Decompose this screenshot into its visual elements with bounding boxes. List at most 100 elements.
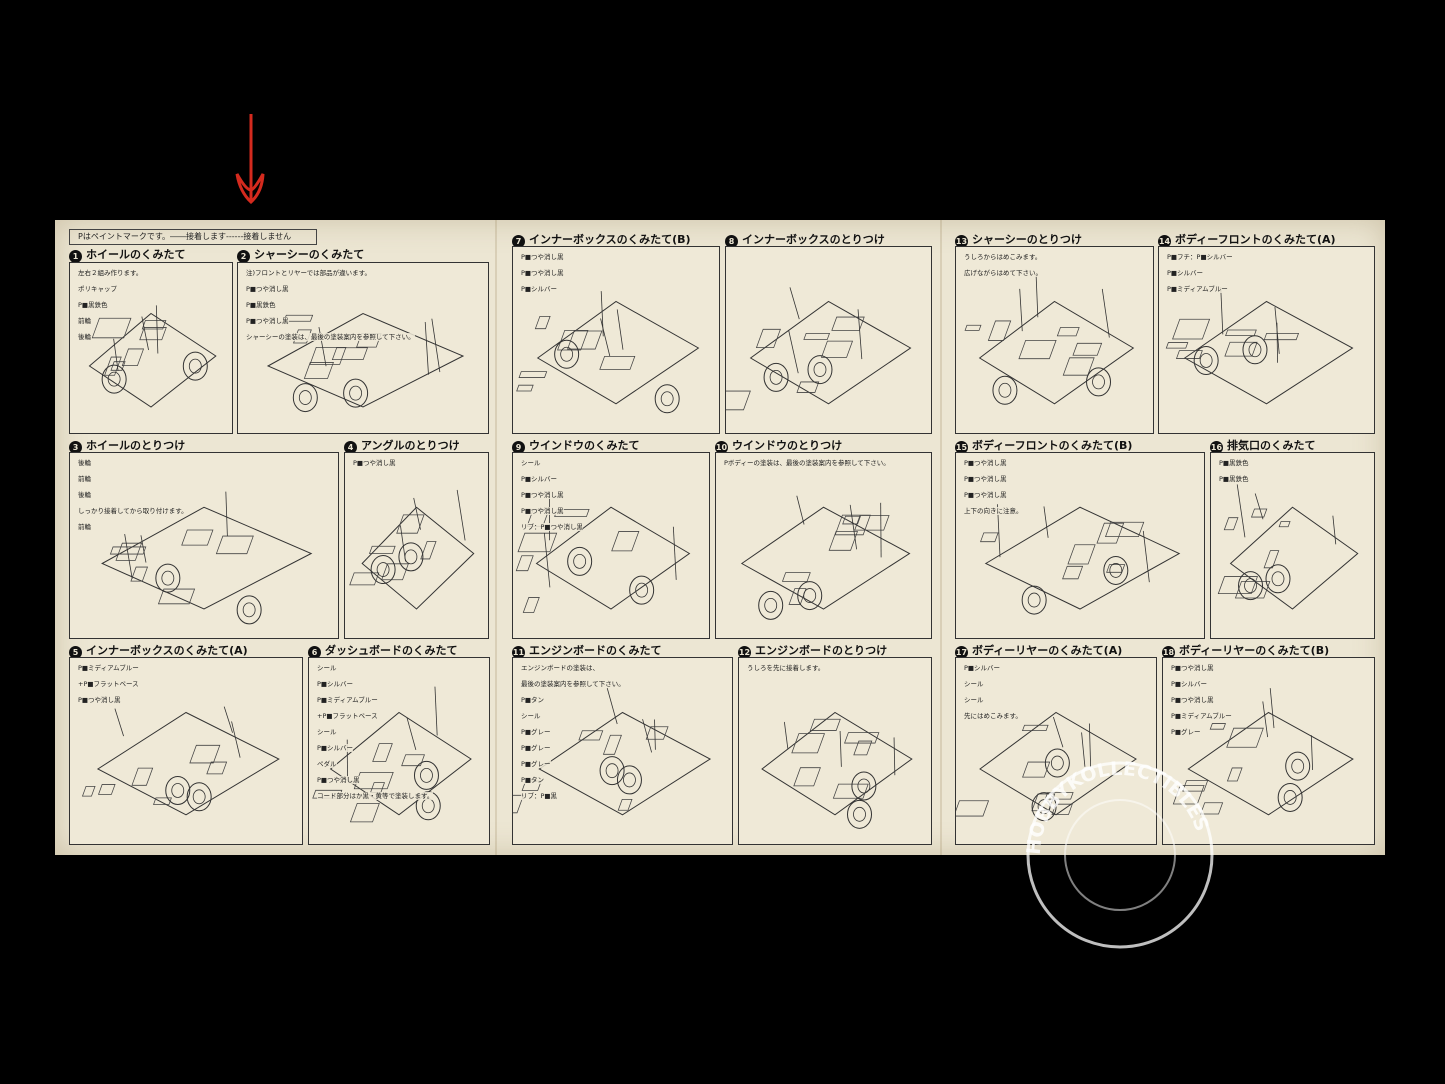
caption: P■シルバー xyxy=(521,285,558,293)
caption: P■シルバー xyxy=(317,680,354,688)
step-7-panel: P■つや消し黒 P■つや消し黒 P■シルバー xyxy=(512,246,720,434)
step-title: インナーボックスのとりつけ xyxy=(742,233,885,246)
step-title: エンジンボードのとりつけ xyxy=(755,644,888,657)
caption: 後輪 xyxy=(78,459,91,467)
step-number: 2 xyxy=(237,250,250,263)
caption: 上下の向きに注意。 xyxy=(964,507,1023,515)
step-number: 15 xyxy=(955,441,968,454)
caption: しっかり接着してから取り付けます。 xyxy=(78,507,188,515)
caption: 先にはめこみます。 xyxy=(964,712,1022,720)
caption: 後輪 xyxy=(78,333,91,341)
assembly-illustration xyxy=(1217,484,1359,610)
step-title: ホイールのくみたて xyxy=(86,248,186,261)
step-number: 17 xyxy=(955,646,968,659)
caption: P■タン xyxy=(521,776,545,784)
step-number: 4 xyxy=(344,441,357,454)
step-title: ダッシュボードのくみたて xyxy=(325,644,458,657)
caption: P■ミディアムブルー xyxy=(78,664,139,672)
caption: P■グレー xyxy=(521,760,551,768)
assembly-illustration xyxy=(349,489,475,610)
caption: エンジンボードの塗装は、 xyxy=(521,664,599,672)
paint-mark-legend: Pはペイントマークです。――接着します------接着しません xyxy=(69,229,317,245)
red-arrow-annotation xyxy=(235,114,265,205)
assembly-illustration xyxy=(964,275,1135,405)
step-number: 6 xyxy=(308,646,321,659)
step-heading: 3 ホイールのとりつけ xyxy=(69,437,185,454)
step-title: ボディーフロントのくみたて(B) xyxy=(972,439,1133,452)
step-heading: 14 ボディーフロントのくみたて(A) xyxy=(1158,231,1336,248)
caption: +P■フラットベース xyxy=(78,680,139,688)
step-15-panel: P■つや消し黒 P■つや消し黒 P■つや消し黒上下の向きに注意。 xyxy=(955,452,1205,639)
caption: P■つや消し黒 xyxy=(964,491,1007,499)
step-number: 3 xyxy=(69,441,82,454)
caption: Pボディーの塗装は、最後の塗装案内を参照して下さい。 xyxy=(724,459,890,467)
step-title: 排気口のくみたて xyxy=(1227,439,1316,452)
step-heading: 12 エンジンボードのとりつけ xyxy=(738,642,887,659)
fold-line xyxy=(495,220,497,855)
step-title: ホイールのとりつけ xyxy=(86,439,186,452)
caption: リブ：P■つや消し黒 xyxy=(521,523,584,531)
caption: P■つや消し黒 xyxy=(1171,664,1214,672)
caption: P■つや消し黒 xyxy=(964,459,1007,467)
caption: 注)フロントとリヤーでは部品が違います。 xyxy=(246,269,371,277)
caption: シール xyxy=(964,680,984,688)
caption: シール xyxy=(964,696,984,704)
watermark-stamp: HOBBYKOLLECTIBLES xyxy=(1023,758,1214,949)
caption: 前輪 xyxy=(78,317,91,325)
assembly-illustration xyxy=(740,495,911,620)
step-3-panel: 後輪前輪後輪しっかり接着してから取り付けます。前輪 xyxy=(69,452,339,639)
caption: P■シルバー xyxy=(964,664,1001,672)
caption: 後輪 xyxy=(78,491,91,499)
step-number: 14 xyxy=(1158,235,1171,248)
assembly-illustration xyxy=(1165,287,1354,405)
caption: P■シルバー xyxy=(1167,269,1204,277)
caption: P■つや消し黒 xyxy=(964,475,1007,483)
caption: P■グレー xyxy=(521,728,551,736)
step-heading: 15 ボディーフロントのくみたて(B) xyxy=(955,437,1132,454)
caption: リブ：P■黒 xyxy=(521,792,558,800)
assembly-illustration xyxy=(1172,688,1354,816)
caption: P■つや消し黒 xyxy=(521,491,564,499)
caption: P■黒鉄色 xyxy=(246,301,276,309)
caption: 左右２組み作ります。 xyxy=(78,269,143,277)
step-number: 5 xyxy=(69,646,82,659)
step-title: ウインドウのくみたて xyxy=(529,439,640,452)
caption: P■つや消し黒 xyxy=(521,253,564,261)
caption: P■フチ：P■シルバー xyxy=(1167,253,1233,261)
assembly-illustration xyxy=(516,291,700,414)
step-number: 13 xyxy=(955,235,968,248)
caption: うしろを先に接着します。 xyxy=(747,664,825,672)
caption: P■グレー xyxy=(521,744,551,752)
caption: P■つや消し黒 xyxy=(521,507,564,515)
step-number: 12 xyxy=(738,646,751,659)
caption: 広げながらはめて下さい。 xyxy=(964,269,1042,277)
step-title: インナーボックスのくみたて(B) xyxy=(529,233,691,246)
step-title: ボディーリヤーのくみたて(B) xyxy=(1179,644,1330,657)
caption: P■つや消し黒 xyxy=(78,696,121,704)
step-title: ボディーリヤーのくみたて(A) xyxy=(972,644,1123,657)
caption: うしろからはめこみます。 xyxy=(964,253,1042,261)
step-title: ボディーフロントのくみたて(A) xyxy=(1175,233,1336,246)
caption: P■黒鉄色 xyxy=(78,301,108,309)
assembly-illustration xyxy=(266,312,465,413)
caption: 前輪 xyxy=(78,475,91,483)
watermark-text: HOBBYKOLLECTIBLES xyxy=(1023,758,1213,856)
step-heading: 6 ダッシュボードのくみたて xyxy=(308,642,457,659)
caption: P■つや消し黒 xyxy=(521,269,564,277)
caption: P■つや消し黒 xyxy=(246,317,289,325)
caption: シール xyxy=(317,664,337,672)
caption: P■つや消し黒 xyxy=(246,285,289,293)
step-4-panel: P■つや消し黒 xyxy=(344,452,489,639)
